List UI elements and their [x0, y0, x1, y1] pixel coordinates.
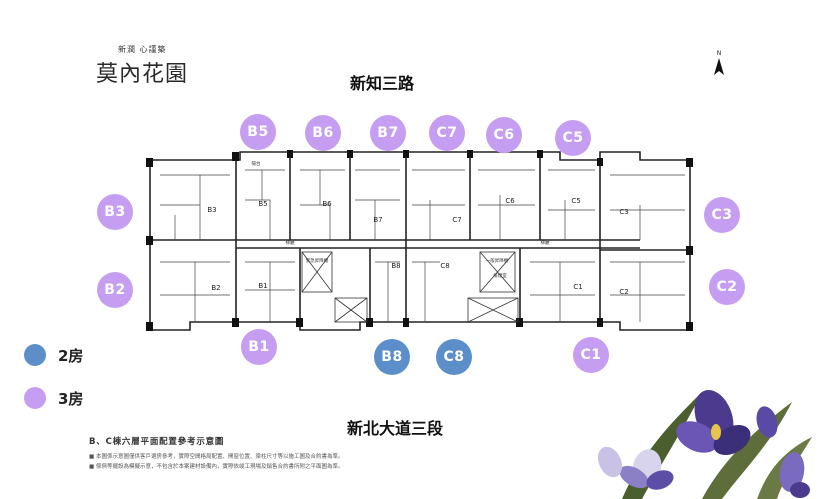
unit-badge-c5: C5 — [555, 120, 591, 156]
plan-label-c3: C3 — [619, 208, 628, 216]
unit-badge-c7: C7 — [429, 115, 465, 151]
plan-label-b5: B5 — [258, 200, 267, 208]
unit-badge-c8: C8 — [436, 339, 472, 375]
unit-badge-b5: B5 — [240, 114, 276, 150]
plan-label-b6: B6 — [322, 200, 332, 208]
brand-title: 莫內花園 — [96, 62, 189, 87]
plan-label-c5: C5 — [571, 197, 580, 205]
unit-badge-b6: B6 — [305, 115, 341, 151]
iris-flower-illustration — [597, 389, 812, 499]
unit-badge-b2: B2 — [97, 272, 133, 308]
stair-label: 緊急昇降機 — [306, 257, 329, 264]
plan-label-b1: B1 — [258, 282, 267, 290]
plan-label-c1: C1 — [573, 283, 582, 291]
unit-badge-b8: B8 — [374, 339, 410, 375]
balcony-label: 陽台 — [252, 160, 261, 167]
unit-badge-b3: B3 — [97, 194, 133, 230]
road-name-north: 新知三路 — [350, 74, 415, 93]
unit-badge-c6: C6 — [486, 117, 522, 153]
plan-label-c8: C8 — [440, 262, 449, 270]
plan-note-2: ■ 傢俱等擺設為模擬示意，不包含於本案建材設備內，實際依竣工現場及銷售合約書所附… — [89, 464, 344, 470]
plan-label-b7: B7 — [373, 216, 382, 224]
legend-dot-3room — [24, 387, 46, 409]
unit-badge-c3: C3 — [704, 197, 740, 233]
unit-badge-c1: C1 — [573, 337, 609, 373]
plan-label-b3: B3 — [207, 206, 216, 214]
unit-badge-c2: C2 — [709, 269, 745, 305]
legend-label-3room: 3房 — [58, 390, 84, 408]
plan-label-c6: C6 — [505, 197, 515, 205]
brand-subtitle: 新潤 心謹築 — [118, 45, 167, 54]
mech-label: 排煙室 — [493, 272, 507, 279]
corridor-label-west: 梯廳 — [286, 239, 295, 246]
plan-note-1: ■ 本圖係示意圖僅供客戶選房參考，實際空間格局配置、開窗位置、梁柱尺寸等以施工圖… — [89, 454, 344, 460]
plan-label-c7: C7 — [452, 216, 461, 224]
compass-label: N — [717, 50, 722, 57]
north-arrow-icon: N — [714, 50, 724, 75]
legend-label-2room: 2房 — [58, 347, 84, 365]
brand-logo: 新潤 心謹築 莫內花園 — [96, 44, 188, 88]
plan-label-b8: B8 — [391, 262, 400, 270]
road-name-south: 新北大道三段 — [347, 419, 444, 438]
plan-notes-title: B、C棟六層平面配置參考示意圖 — [89, 437, 225, 447]
unit-badge-b7: B7 — [370, 115, 406, 151]
plan-label-c2: C2 — [619, 288, 628, 296]
trash-label: 一般昇降機 — [486, 257, 509, 264]
corridor-label-east: 梯廳 — [541, 239, 550, 246]
plan-label-b2: B2 — [211, 284, 220, 292]
legend-dot-2room — [24, 344, 46, 366]
unit-badge-b1: B1 — [241, 329, 277, 365]
